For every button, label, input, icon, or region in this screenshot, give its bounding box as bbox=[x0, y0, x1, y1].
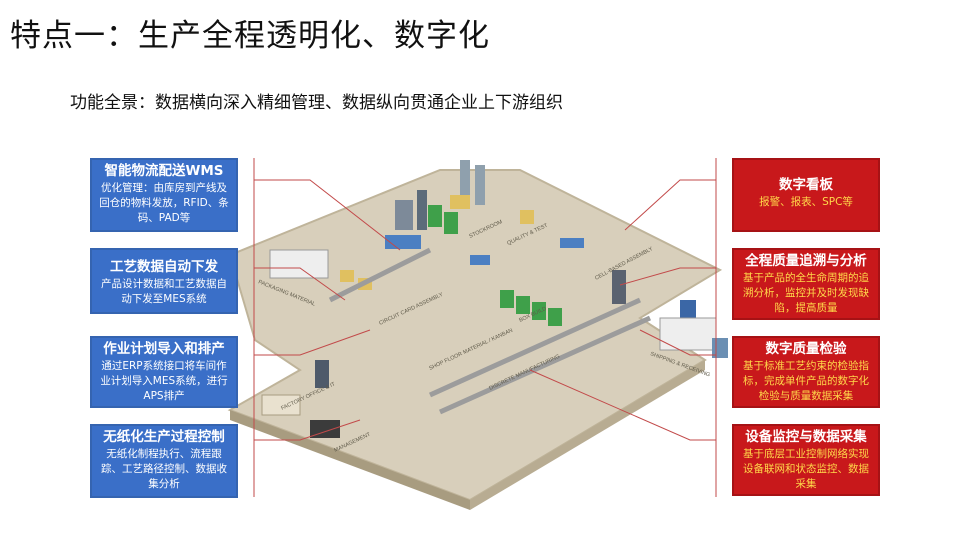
callout-equipment-monitoring: 设备监控与数据采集 基于底层工业控制网络实现设备联网和状态监控、数据采集 bbox=[732, 424, 880, 496]
page-title: 特点一：生产全程透明化、数字化 bbox=[10, 18, 490, 54]
callout-body: 产品设计数据和工艺数据自动下发至MES系统 bbox=[101, 278, 227, 305]
callout-body: 无纸化制程执行、流程跟踪、工艺路径控制、数据收集分析 bbox=[101, 448, 227, 490]
callout-wms: 智能物流配送WMS 优化管理：由库房到产线及回仓的物料发放，RFID、条码、PA… bbox=[90, 158, 238, 232]
callout-heading: 作业计划导入和排产 bbox=[103, 341, 225, 357]
callout-heading: 数字看板 bbox=[779, 177, 833, 193]
factory-floor bbox=[227, 169, 723, 502]
callout-body: 通过ERP系统接口将车间作业计划导入MES系统，进行APS排产 bbox=[100, 360, 228, 402]
callout-digital-board: 数字看板 报警、报表、SPC等 bbox=[732, 158, 880, 232]
callout-heading: 数字质量检验 bbox=[765, 341, 847, 357]
callout-quality-trace: 全程质量追溯与分析 基于产品的全生命周期的追溯分析，监控并及时发现缺陷，提高质量 bbox=[732, 248, 880, 320]
callout-heading: 设备监控与数据采集 bbox=[745, 429, 867, 445]
callout-heading: 工艺数据自动下发 bbox=[110, 259, 218, 275]
callout-body: 基于标准工艺约束的检验指标，完成单件产品的数字化检验与质量数据采集 bbox=[743, 360, 869, 402]
callout-heading: 无纸化生产过程控制 bbox=[103, 429, 225, 445]
callout-body: 优化管理：由库房到产线及回仓的物料发放，RFID、条码、PAD等 bbox=[99, 182, 229, 224]
callout-body: 基于底层工业控制网络实现设备联网和状态监控、数据采集 bbox=[743, 448, 869, 490]
callout-quality-inspection: 数字质量检验 基于标准工艺约束的检验指标，完成单件产品的数字化检验与质量数据采集 bbox=[732, 336, 880, 408]
page-subtitle: 功能全景：数据横向深入精细管理、数据纵向贯通企业上下游组织 bbox=[70, 93, 563, 113]
callout-body: 报警、报表、SPC等 bbox=[759, 196, 853, 208]
callout-process-data: 工艺数据自动下发 产品设计数据和工艺数据自动下发至MES系统 bbox=[90, 248, 238, 314]
callout-scheduling: 作业计划导入和排产 通过ERP系统接口将车间作业计划导入MES系统，进行APS排… bbox=[90, 336, 238, 408]
callout-body: 基于产品的全生命周期的追溯分析，监控并及时发现缺陷，提高质量 bbox=[743, 272, 869, 314]
callout-paperless: 无纸化生产过程控制 无纸化制程执行、流程跟踪、工艺路径控制、数据收集分析 bbox=[90, 424, 238, 498]
callout-heading: 智能物流配送WMS bbox=[104, 163, 224, 179]
callout-heading: 全程质量追溯与分析 bbox=[745, 253, 867, 269]
